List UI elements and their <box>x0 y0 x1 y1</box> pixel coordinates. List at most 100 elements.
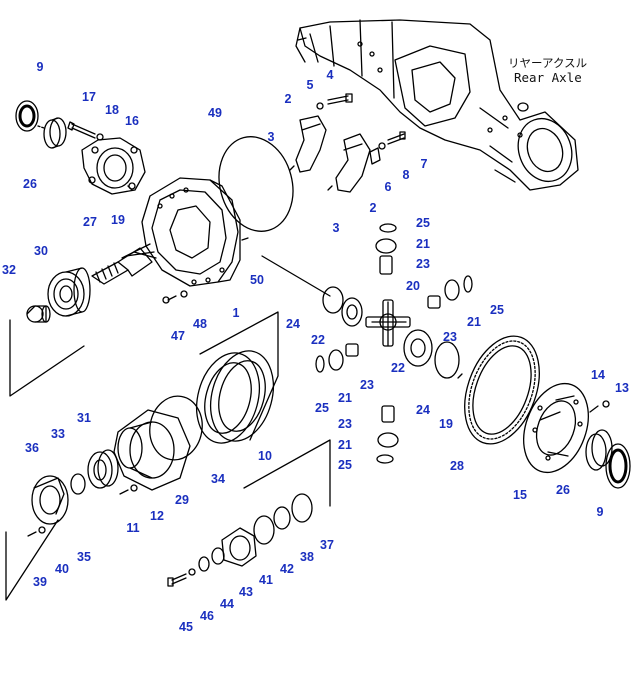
callout-22-left[interactable]: 22 <box>311 332 325 347</box>
callout-44[interactable]: 44 <box>220 596 234 611</box>
callout-5[interactable]: 5 <box>306 77 314 92</box>
callout-9-left[interactable]: 9 <box>36 59 44 74</box>
plate-10 <box>196 350 274 444</box>
callout-36[interactable]: 36 <box>25 440 39 455</box>
callout-24-left[interactable]: 24 <box>286 316 300 331</box>
callout-42[interactable]: 42 <box>280 561 294 576</box>
spider-20 <box>365 299 411 347</box>
seal-9-right <box>605 443 631 489</box>
callout-22-right[interactable]: 22 <box>391 360 405 375</box>
callout-38[interactable]: 38 <box>300 549 314 564</box>
callout-32[interactable]: 32 <box>2 262 16 277</box>
callout-25-right[interactable]: 25 <box>490 302 504 317</box>
callout-24-right[interactable]: 24 <box>416 402 430 417</box>
callout-4[interactable]: 4 <box>326 67 334 82</box>
callout-40[interactable]: 40 <box>55 561 69 576</box>
diff-case-15 <box>523 382 589 474</box>
differential-case-1 <box>141 177 241 287</box>
spacer-33 <box>70 473 86 495</box>
callout-8[interactable]: 8 <box>402 167 410 182</box>
callout-11[interactable]: 11 <box>126 520 140 535</box>
callout-7[interactable]: 7 <box>420 156 428 171</box>
pin-23-top <box>379 255 393 275</box>
bearing-26-left <box>43 117 67 149</box>
callout-50[interactable]: 50 <box>250 272 264 287</box>
callout-2-upper[interactable]: 2 <box>284 91 292 106</box>
callout-25-top[interactable]: 25 <box>416 215 430 230</box>
leader-bracket-36 <box>5 519 59 601</box>
callout-47[interactable]: 47 <box>171 328 185 343</box>
bolt-14 <box>589 405 599 413</box>
callout-14[interactable]: 14 <box>591 367 605 382</box>
callout-39[interactable]: 39 <box>33 574 47 589</box>
callout-49[interactable]: 49 <box>208 105 222 120</box>
callout-19-upper[interactable]: 19 <box>111 212 125 227</box>
pinion-21-left <box>328 349 344 371</box>
bearing-32 <box>26 305 51 323</box>
callout-23-top[interactable]: 23 <box>416 256 430 271</box>
bevel-gear-28 <box>464 335 540 445</box>
washer-48 <box>180 290 188 298</box>
callout-21-bottom[interactable]: 21 <box>338 437 352 452</box>
spacer-38 <box>273 506 291 530</box>
callout-12[interactable]: 12 <box>150 508 164 523</box>
callout-21-right[interactable]: 21 <box>467 314 481 329</box>
callout-26-right[interactable]: 26 <box>556 482 570 497</box>
washer-8 <box>378 142 386 150</box>
callout-25-bottom[interactable]: 25 <box>338 457 352 472</box>
callout-34[interactable]: 34 <box>211 471 225 486</box>
callout-46[interactable]: 46 <box>200 608 214 623</box>
bolt-39 <box>27 531 37 537</box>
washer-5 <box>316 102 324 110</box>
callout-18[interactable]: 18 <box>105 102 119 117</box>
callout-21-top[interactable]: 21 <box>416 236 430 251</box>
callout-48[interactable]: 48 <box>193 316 207 331</box>
callout-25-left[interactable]: 25 <box>315 400 329 415</box>
thrust-washer-24-right <box>434 341 460 379</box>
callout-16[interactable]: 16 <box>125 113 139 128</box>
callout-2-lower[interactable]: 2 <box>369 200 377 215</box>
pin-19-lower <box>457 373 463 379</box>
callout-1[interactable]: 1 <box>232 305 240 320</box>
callout-27[interactable]: 27 <box>83 214 97 229</box>
callout-23-bottom[interactable]: 23 <box>338 416 352 431</box>
callout-30[interactable]: 30 <box>34 243 48 258</box>
callout-10[interactable]: 10 <box>258 448 272 463</box>
cap-2-lower <box>335 133 371 193</box>
callout-9-right[interactable]: 9 <box>596 504 604 519</box>
callout-6[interactable]: 6 <box>384 179 392 194</box>
bolt-7 <box>387 131 406 145</box>
pinion-21-bottom <box>377 432 399 448</box>
callout-43[interactable]: 43 <box>239 584 253 599</box>
callout-3-upper[interactable]: 3 <box>267 129 275 144</box>
pinion-21-right <box>444 279 460 301</box>
callout-15[interactable]: 15 <box>513 487 527 502</box>
seal-37 <box>291 493 313 523</box>
callout-41[interactable]: 41 <box>259 572 273 587</box>
callout-3-lower[interactable]: 3 <box>332 220 340 235</box>
callout-13[interactable]: 13 <box>615 380 629 395</box>
callout-45[interactable]: 45 <box>179 619 193 634</box>
cap-2-upper <box>295 115 327 173</box>
pin-50 <box>241 237 249 241</box>
washer-25-top <box>379 223 397 233</box>
callout-21-left[interactable]: 21 <box>338 390 352 405</box>
callout-35[interactable]: 35 <box>77 549 91 564</box>
callout-23-left[interactable]: 23 <box>360 377 374 392</box>
callout-31[interactable]: 31 <box>77 410 91 425</box>
cage-29 <box>113 409 191 491</box>
callout-19-lower[interactable]: 19 <box>439 416 453 431</box>
callout-26-left[interactable]: 26 <box>23 176 37 191</box>
callout-29[interactable]: 29 <box>175 492 189 507</box>
callout-37[interactable]: 37 <box>320 537 334 552</box>
side-gear-22-left <box>341 297 363 327</box>
callout-28[interactable]: 28 <box>450 458 464 473</box>
washer-25-bottom <box>376 454 394 464</box>
callout-17[interactable]: 17 <box>82 89 96 104</box>
callout-23-right[interactable]: 23 <box>443 329 457 344</box>
pinion-21-top <box>375 238 397 254</box>
callout-20[interactable]: 20 <box>406 278 420 293</box>
callout-33[interactable]: 33 <box>51 426 65 441</box>
